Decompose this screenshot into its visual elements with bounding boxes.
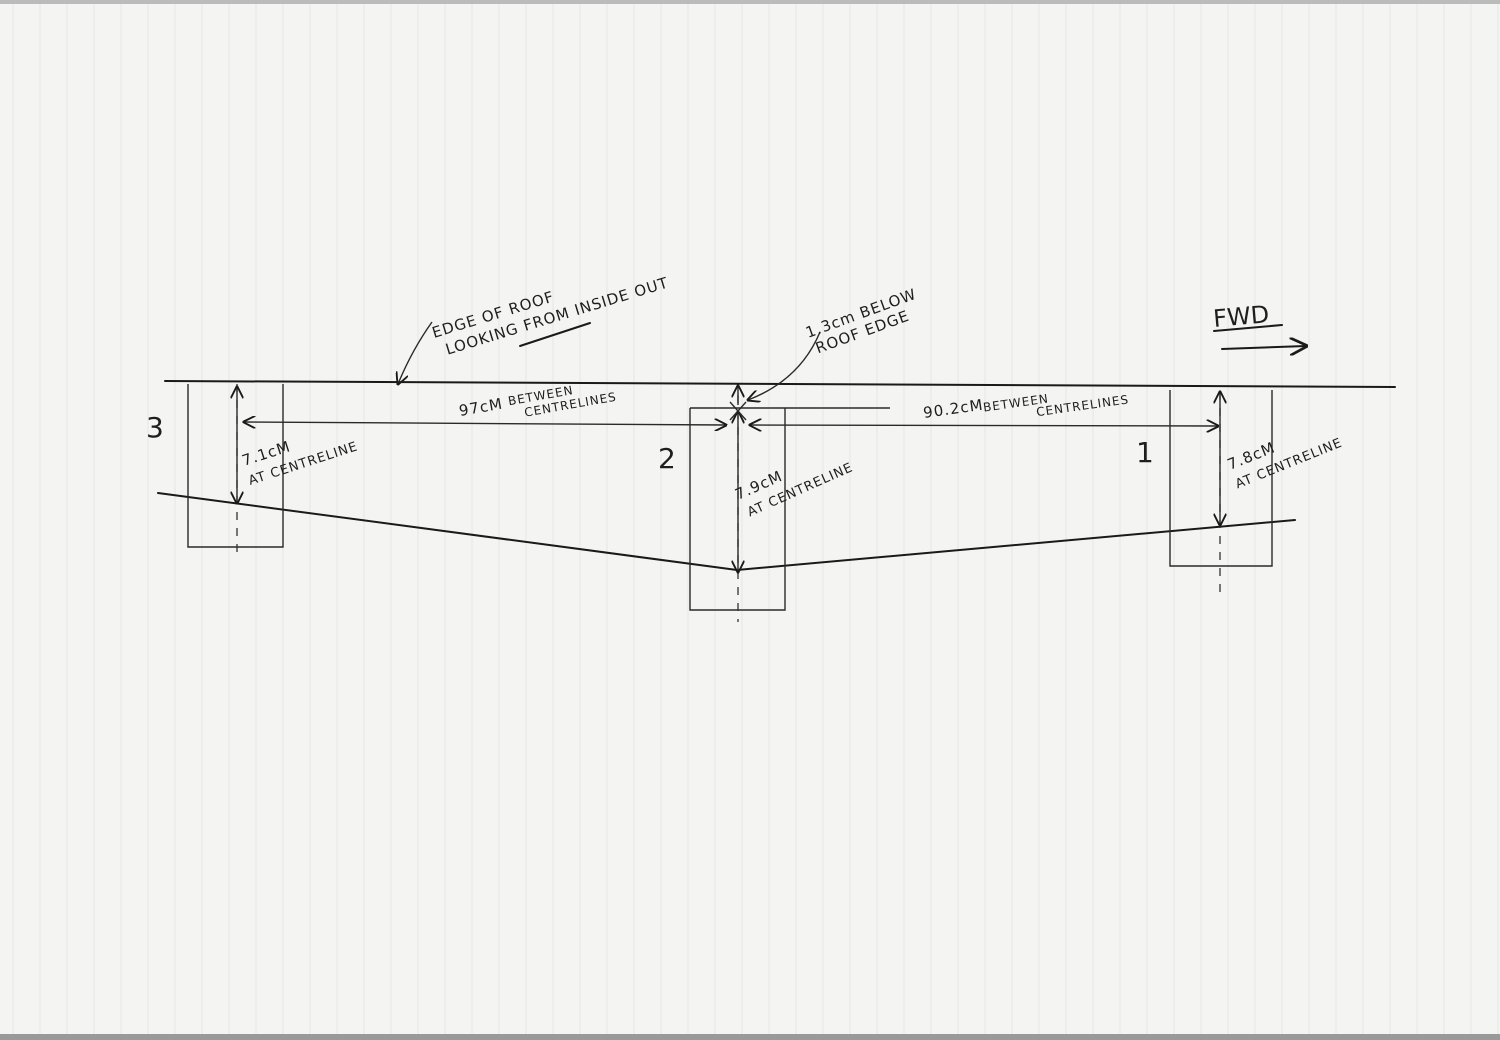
post-3-number: 3 (146, 411, 164, 444)
post-1-number: 1 (1136, 436, 1154, 469)
paper-top-edge (0, 0, 1500, 4)
roof-edge-leader-arrow (398, 321, 433, 384)
annotation-underline (519, 322, 591, 347)
dimension-line-left (244, 422, 726, 425)
roof-edge-line (164, 380, 1396, 388)
post-3 (187, 384, 284, 556)
fwd-underline (1213, 324, 1283, 332)
paper-bottom-edge (0, 1034, 1500, 1040)
dimension-line-right (750, 425, 1218, 426)
post-1 (1169, 390, 1273, 592)
below-edge-leader-arrow (748, 331, 821, 400)
post-2-number: 2 (658, 442, 676, 475)
post-2 (689, 386, 890, 622)
fwd-arrow (1221, 346, 1306, 349)
